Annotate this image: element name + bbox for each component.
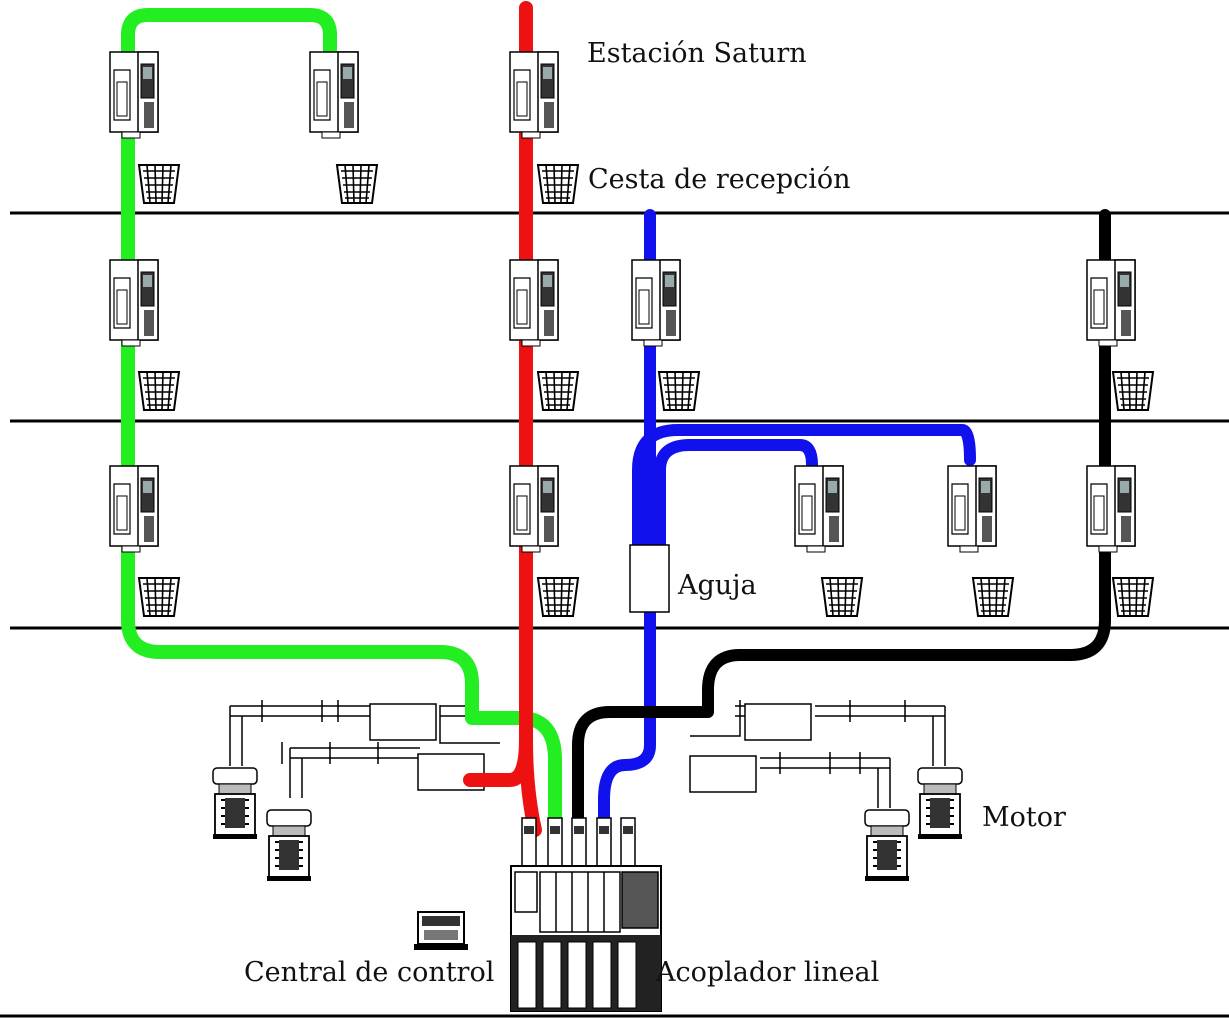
station <box>947 465 997 553</box>
basket <box>1112 577 1154 617</box>
basket <box>138 164 180 204</box>
station <box>509 259 559 347</box>
blower-right-lower <box>689 755 757 793</box>
basket <box>658 371 700 411</box>
station <box>1086 465 1136 553</box>
label-basket: Cesta de recepción <box>588 164 851 195</box>
floor-lines <box>0 211 1229 1018</box>
motor-left-1 <box>212 767 258 840</box>
basket <box>138 371 180 411</box>
station <box>109 465 159 553</box>
station <box>794 465 844 553</box>
label-motor: Motor <box>982 802 1066 833</box>
diverter-box <box>629 544 670 613</box>
label-station: Estación Saturn <box>587 38 807 69</box>
motor-right-2 <box>864 809 910 882</box>
basket <box>537 164 579 204</box>
station <box>509 465 559 553</box>
station <box>109 51 159 139</box>
tube-black <box>572 209 1111 836</box>
station <box>631 259 681 347</box>
basket <box>972 577 1014 617</box>
tube-green <box>121 8 562 837</box>
basket <box>1112 371 1154 411</box>
station <box>309 51 359 139</box>
tube-blue <box>598 209 976 836</box>
control-center <box>414 911 468 950</box>
basket <box>336 164 378 204</box>
label-control: Central de control <box>244 957 495 988</box>
basket <box>537 371 579 411</box>
motor-right-1 <box>917 767 963 840</box>
linear-coupler <box>510 817 662 1012</box>
label-diverter: Aguja <box>678 570 757 601</box>
blower-right-upper <box>744 703 812 741</box>
blower-left-upper <box>369 703 437 741</box>
station <box>109 259 159 347</box>
station <box>509 51 559 139</box>
motor-left-2 <box>266 809 312 882</box>
stations <box>109 51 1136 553</box>
basket <box>537 577 579 617</box>
label-coupler: Acoplador lineal <box>656 957 880 988</box>
basket <box>138 577 180 617</box>
station <box>1086 259 1136 347</box>
basket <box>821 577 863 617</box>
